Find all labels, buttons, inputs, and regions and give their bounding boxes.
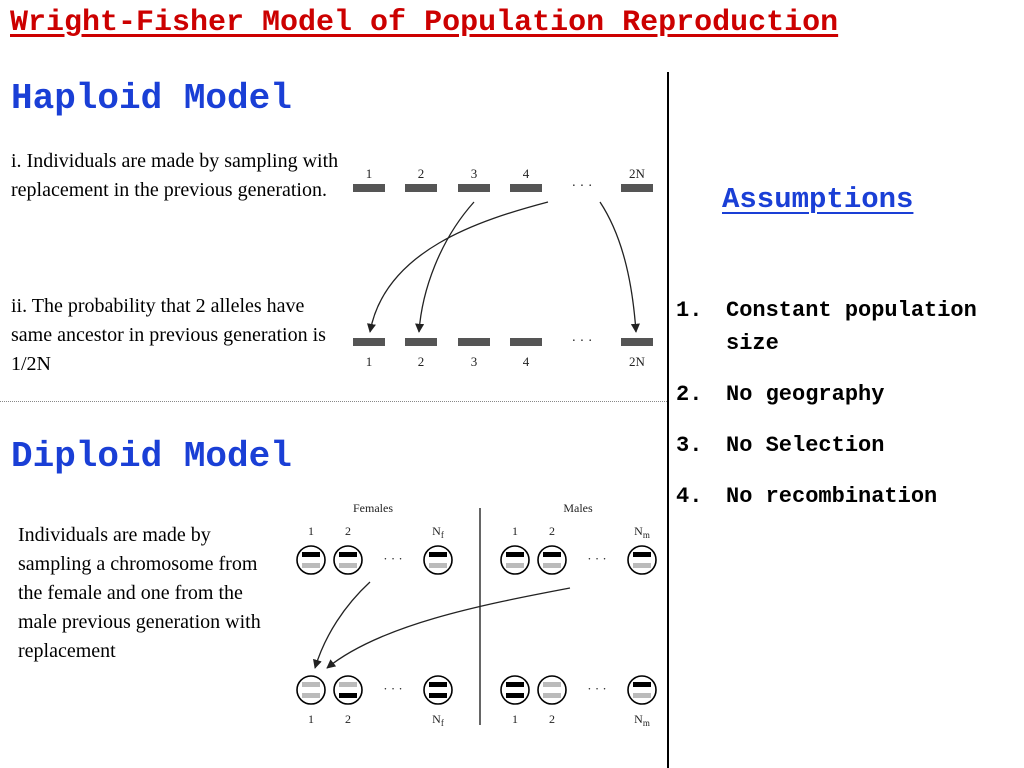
ellipsis: · · · xyxy=(587,681,607,696)
assumptions-list: 1. Constant population size 2. No geogra… xyxy=(676,294,1022,531)
diploid-diagram: Females Males 1 2 Nf 1 2 Nm · · · · · · … xyxy=(296,501,657,728)
males-label: Males xyxy=(563,501,593,515)
ellipsis: · · · xyxy=(572,179,593,194)
assumption-number: 2. xyxy=(676,382,703,407)
assumption-number: 4. xyxy=(676,484,703,509)
f-bottom-label: 1 xyxy=(308,712,314,726)
diploid-description: Individuals are made by sampling a chrom… xyxy=(18,524,261,662)
haploid-arrows xyxy=(367,201,640,333)
allele-bar xyxy=(621,338,653,346)
females-label: Females xyxy=(353,501,393,515)
f-top-label: 2 xyxy=(345,524,351,538)
allele-bar xyxy=(353,338,385,346)
assumption-item: 2. No geography xyxy=(676,378,1022,411)
top-label: 4 xyxy=(523,166,530,181)
bottom-label: 1 xyxy=(366,354,373,369)
assumption-item: 1. Constant population size xyxy=(676,294,1022,360)
f-bottom-label-n: Nf xyxy=(432,712,444,728)
female-individual xyxy=(423,545,453,575)
allele-bar xyxy=(458,338,490,346)
female-offspring xyxy=(333,675,363,705)
top-label: 1 xyxy=(366,166,373,181)
bottom-label: 3 xyxy=(471,354,478,369)
f-top-label-n: Nf xyxy=(432,524,444,540)
m-bottom-label: 2 xyxy=(549,712,555,726)
allele-bar xyxy=(621,184,653,192)
assumption-number: 1. xyxy=(676,298,703,323)
assumption-item: 3. No Selection xyxy=(676,429,1022,462)
haploid-top-row: 1 2 3 4 2N · · · xyxy=(353,166,653,194)
bottom-label: 4 xyxy=(523,354,530,369)
assumption-text: Constant population size xyxy=(726,298,977,356)
haploid-bottom-row: 1 2 3 4 2N · · · xyxy=(353,334,653,369)
diploid-arrows xyxy=(313,581,571,669)
allele-bar xyxy=(510,184,542,192)
male-offspring xyxy=(627,675,657,705)
female-individual xyxy=(296,545,326,575)
m-top-label: 2 xyxy=(549,524,555,538)
allele-bar xyxy=(405,338,437,346)
m-top-label: 1 xyxy=(512,524,518,538)
female-offspring xyxy=(296,675,326,705)
assumption-text: No Selection xyxy=(726,433,885,458)
assumption-text: No recombination xyxy=(726,484,938,509)
assumptions-heading: Assumptions xyxy=(722,183,914,216)
male-individual xyxy=(537,545,567,575)
ancestry-arrow xyxy=(415,201,475,333)
allele-bar xyxy=(458,184,490,192)
ancestry-arrow xyxy=(326,587,571,669)
ancestry-arrow xyxy=(313,581,371,669)
bottom-label: 2 xyxy=(418,354,425,369)
haploid-point-ii: ii. The probability that 2 alleles have … xyxy=(11,295,326,375)
ellipsis: · · · xyxy=(383,551,403,566)
m-top-label-n: Nm xyxy=(634,524,650,540)
male-offspring xyxy=(500,675,530,705)
bottom-label: 2N xyxy=(629,354,646,369)
male-individual xyxy=(627,545,657,575)
assumption-number: 3. xyxy=(676,433,703,458)
slide-title: Wright-Fisher Model of Population Reprod… xyxy=(10,6,839,40)
haploid-point-i: i. Individuals are made by sampling with… xyxy=(11,150,339,201)
assumption-text: No geography xyxy=(726,382,885,407)
diploid-heading: Diploid Model xyxy=(11,436,292,477)
top-label: 2N xyxy=(629,166,646,181)
female-individual xyxy=(333,545,363,575)
f-bottom-label: 2 xyxy=(345,712,351,726)
allele-bar xyxy=(510,338,542,346)
ellipsis: · · · xyxy=(587,551,607,566)
allele-bar xyxy=(405,184,437,192)
ancestry-arrow xyxy=(367,201,549,333)
haploid-heading: Haploid Model xyxy=(11,78,292,119)
f-top-label: 1 xyxy=(308,524,314,538)
assumption-item: 4. No recombination xyxy=(676,480,1022,513)
female-offspring xyxy=(423,675,453,705)
m-bottom-label: 1 xyxy=(512,712,518,726)
column-divider xyxy=(667,72,669,768)
allele-bar xyxy=(353,184,385,192)
ellipsis: · · · xyxy=(572,334,593,349)
top-label: 2 xyxy=(418,166,425,181)
male-offspring xyxy=(537,675,567,705)
male-individual xyxy=(500,545,530,575)
haploid-diagram: 1 2 3 4 2N · · · 1 2 3 4 2N · · · xyxy=(353,166,653,369)
ancestry-arrow xyxy=(599,201,640,333)
section-divider xyxy=(0,401,667,402)
m-bottom-label-n: Nm xyxy=(634,712,650,728)
ellipsis: · · · xyxy=(383,681,403,696)
top-label: 3 xyxy=(471,166,478,181)
